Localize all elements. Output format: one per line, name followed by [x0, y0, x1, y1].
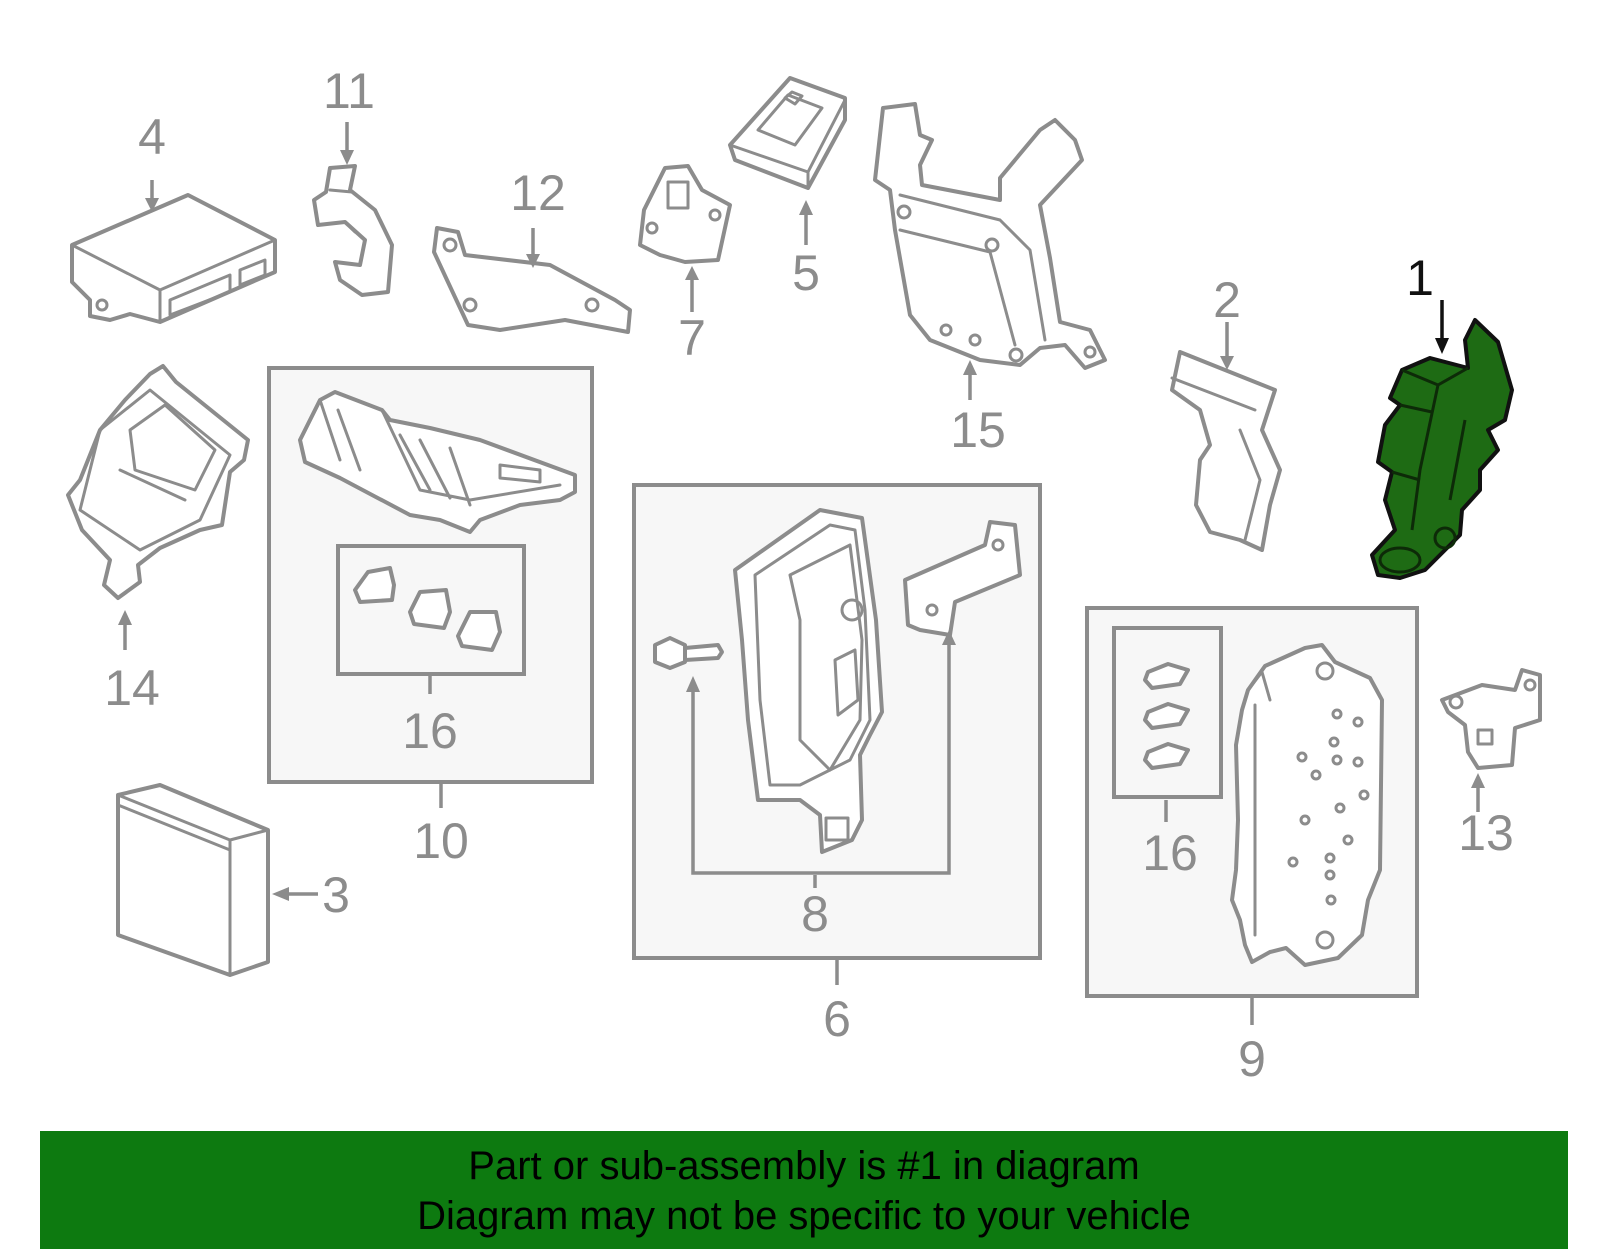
part-15-module: [873, 102, 1107, 370]
part-4-module: [70, 193, 277, 324]
callout-3: 3: [322, 867, 350, 923]
callout-14: 14: [104, 660, 160, 716]
part-7-bracket: [638, 164, 732, 264]
callout-7: 7: [678, 310, 706, 366]
part-6-control-unit: [733, 508, 884, 854]
callout-13: 13: [1458, 805, 1514, 861]
callout-4: 4: [138, 109, 166, 165]
part-11-bracket: [312, 164, 394, 297]
part-8-bolt: [653, 636, 724, 670]
part-1-control-module-highlighted: [1370, 318, 1514, 580]
info-banner: Part or sub-assembly is #1 in diagram Di…: [40, 1131, 1568, 1249]
callout-16-right: 16: [1142, 825, 1198, 881]
callout-16-left: 16: [402, 703, 458, 759]
part-6-bracket: [903, 520, 1022, 637]
part-12-bracket: [432, 226, 632, 334]
part-10-fuse-box: [298, 390, 577, 534]
part-9-junction-board: [1230, 643, 1384, 967]
callout-12: 12: [510, 165, 566, 221]
part-13-bracket: [1440, 668, 1542, 770]
part-5-connector: [728, 76, 847, 190]
banner-line-1: Part or sub-assembly is #1 in diagram: [468, 1144, 1140, 1188]
callout-10: 10: [413, 813, 469, 869]
part-3-module: [116, 783, 270, 977]
part-16-clips-right: [1143, 662, 1190, 770]
callout-8: 8: [801, 886, 829, 942]
callout-6: 6: [823, 991, 851, 1047]
banner-line-2: Diagram may not be specific to your vehi…: [417, 1194, 1191, 1238]
callout-15: 15: [950, 402, 1006, 458]
part-2-bracket: [1170, 350, 1282, 552]
callout-11: 11: [323, 63, 375, 119]
part-16-clips-left: [353, 566, 502, 652]
part-14-module: [66, 364, 250, 600]
callout-1: 1: [1406, 250, 1434, 306]
callout-2: 2: [1213, 272, 1241, 328]
callout-9: 9: [1238, 1031, 1266, 1087]
callout-5: 5: [792, 245, 820, 301]
